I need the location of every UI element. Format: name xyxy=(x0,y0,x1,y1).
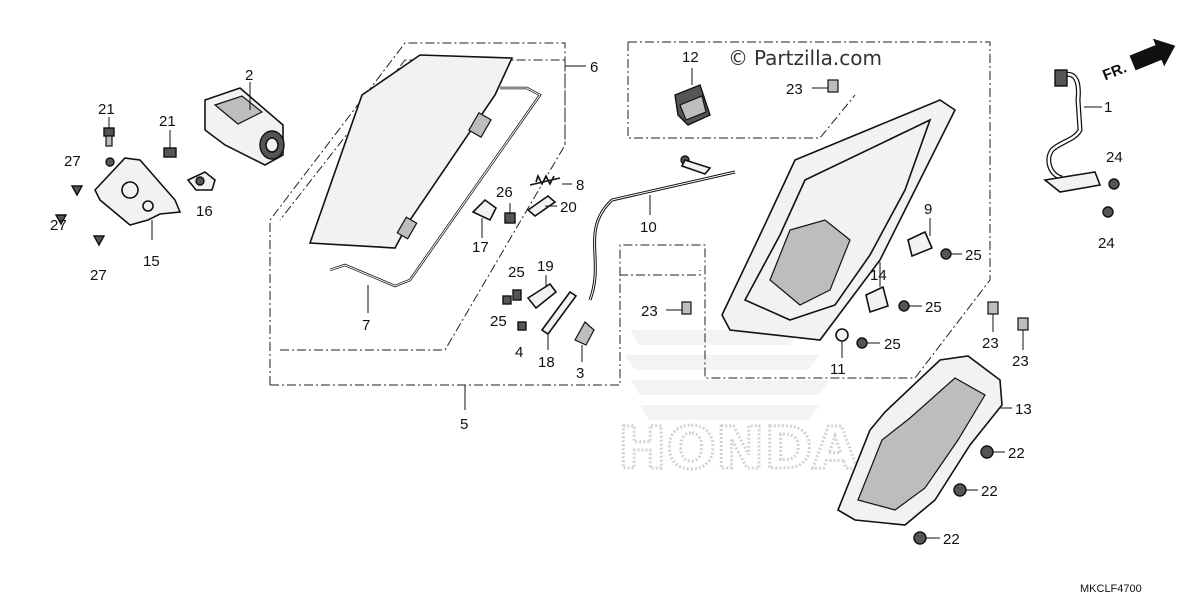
part-20-latch xyxy=(526,194,557,218)
part-21-bolt-b xyxy=(163,130,177,158)
callout-22-c: 22 xyxy=(943,531,960,548)
callout-25-a: 25 xyxy=(508,264,525,281)
callout-27-b: 27 xyxy=(50,217,67,234)
part-3-end xyxy=(574,321,595,362)
part-9-bracket xyxy=(907,218,934,258)
callout-8: 8 xyxy=(576,177,584,194)
part-21-bolt-a xyxy=(103,117,115,147)
assembly-group-11 xyxy=(619,41,991,379)
callout-21-b: 21 xyxy=(159,113,176,130)
part-23-clip-d xyxy=(1017,317,1029,350)
part-26-screw xyxy=(504,203,516,224)
part-25-bolt-d xyxy=(898,300,922,312)
callout-25-d: 25 xyxy=(925,299,942,316)
callout-19: 19 xyxy=(537,258,554,275)
part-25-bolt-a xyxy=(512,289,522,301)
part-14-bracket xyxy=(865,262,889,314)
callout-7: 7 xyxy=(362,317,370,334)
part-2-actuator xyxy=(204,82,285,166)
callout-15: 15 xyxy=(143,253,160,270)
callout-25-c: 25 xyxy=(965,247,982,264)
part-19-lever xyxy=(526,275,558,310)
callout-5: 5 xyxy=(460,416,468,433)
callout-labels: 1 2 3 4 5 6 7 8 9 10 11 12 13 14 15 16 1… xyxy=(50,49,1123,548)
part-6-inner-lid xyxy=(308,54,514,249)
callout-6: 6 xyxy=(590,59,598,76)
part-22-nut-a xyxy=(980,445,1005,459)
callout-25-b: 25 xyxy=(490,313,507,330)
callout-12: 12 xyxy=(682,49,699,66)
honda-logo-text: HONDA xyxy=(618,414,858,482)
callout-22-a: 22 xyxy=(1008,445,1025,462)
part-27-screw-b xyxy=(54,214,68,226)
callout-22-b: 22 xyxy=(981,483,998,500)
part-10-cable xyxy=(588,155,736,301)
diagram-code: MKCLF4700 xyxy=(1080,583,1142,595)
callout-23-b: 23 xyxy=(641,303,658,320)
part-25-bolt-c xyxy=(940,248,962,260)
site-name: Partzilla.com xyxy=(754,46,882,70)
callout-23-c: 23 xyxy=(982,335,999,352)
part-7-seal xyxy=(329,86,542,313)
part-27-screw-a xyxy=(70,185,84,197)
callout-11: 11 xyxy=(830,361,846,378)
callout-26: 26 xyxy=(496,184,513,201)
part-23-clip-a xyxy=(812,79,839,93)
callout-17: 17 xyxy=(472,239,489,256)
callout-9: 9 xyxy=(924,201,932,218)
front-direction-label: FR. xyxy=(1100,59,1129,84)
callout-23-a: 23 xyxy=(786,81,803,98)
part-27-screw-c xyxy=(92,235,106,247)
part-15-bracket xyxy=(94,157,182,240)
callout-18: 18 xyxy=(538,354,555,371)
part-1-harness xyxy=(1043,69,1102,193)
part-22-nut-c xyxy=(913,531,940,545)
callout-24-b: 24 xyxy=(1098,235,1115,252)
callout-13: 13 xyxy=(1015,401,1032,418)
callout-24-a: 24 xyxy=(1106,149,1123,166)
callout-4: 4 xyxy=(515,344,523,361)
part-16-clip xyxy=(186,171,216,191)
callout-20: 20 xyxy=(560,199,577,216)
part-11-storage-box xyxy=(721,99,957,358)
part-24-nut-b xyxy=(1102,206,1114,218)
part-8-spring xyxy=(529,173,572,186)
part-4-pin xyxy=(517,321,527,331)
site-watermark: © Partzilla.com xyxy=(728,46,882,70)
callout-27-c: 27 xyxy=(90,267,107,284)
callout-1: 1 xyxy=(1104,99,1112,116)
part-25-bolt-e xyxy=(856,337,880,349)
part-24-nut-a xyxy=(1108,178,1120,190)
callout-25-e: 25 xyxy=(884,336,901,353)
part-22-nut-b xyxy=(953,483,978,497)
copyright-symbol: © xyxy=(728,46,748,70)
callout-27-a: 27 xyxy=(64,153,81,170)
part-23-clip-c xyxy=(987,301,999,332)
honda-wing-watermark: HONDA xyxy=(617,330,859,484)
callout-16: 16 xyxy=(196,203,213,220)
callout-23-d: 23 xyxy=(1012,353,1029,370)
callout-21-a: 21 xyxy=(98,101,115,118)
callout-10: 10 xyxy=(640,219,657,236)
callout-3: 3 xyxy=(576,365,584,382)
part-25-bolt-b xyxy=(502,295,512,305)
part-12-switch xyxy=(674,68,711,126)
part-18-rod xyxy=(540,290,578,350)
part-17-hook xyxy=(471,198,498,238)
callout-2: 2 xyxy=(245,67,253,84)
part-23-clip-b xyxy=(666,301,692,315)
callout-14: 14 xyxy=(870,267,887,284)
part-13-cover xyxy=(837,355,1012,526)
front-direction-arrow: FR. xyxy=(1100,38,1176,84)
